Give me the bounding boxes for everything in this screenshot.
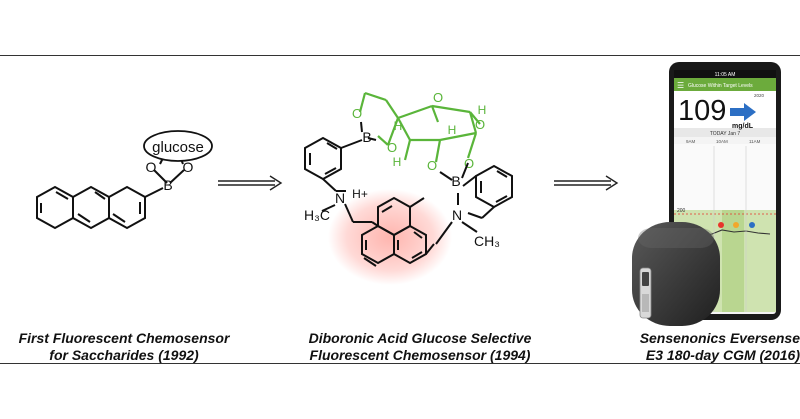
app-header (674, 78, 776, 91)
caption-left-line1: First Fluorescent Chemosensor (18, 330, 230, 346)
caption-middle-line2: Fluorescent Chemosensor (1994) (309, 347, 531, 363)
left-benzene-ring (304, 136, 342, 181)
glucose-unit: mg/dL (732, 123, 754, 130)
right-benzene-ring (475, 164, 513, 209)
oxygen-label: O (427, 158, 437, 173)
caption-right: Sensenonics Eversense E3 180-day CGM (20… (608, 330, 800, 364)
glucose-value: 109 (678, 95, 726, 127)
event-marker-icon (718, 222, 724, 228)
caption-left-line2: for Saccharides (1992) (49, 347, 199, 363)
boron-label: B (362, 129, 371, 145)
indicator-label: 2020 (754, 93, 765, 98)
reaction-arrow-1 (218, 175, 283, 191)
amine-label: N (335, 190, 345, 206)
bottom-divider (0, 363, 800, 364)
caption-right-line1: Sensenonics Eversense (639, 330, 800, 346)
molecule-anthracene-boronate (36, 151, 185, 230)
amine-charge: H+ (352, 187, 368, 201)
glucose-ellipse (143, 130, 213, 162)
glucose-label: glucose (152, 139, 204, 156)
oxygen-label: O (387, 140, 397, 155)
boron-label: B (163, 177, 172, 193)
sensor-framework (304, 121, 513, 267)
caption-left: First Fluorescent Chemosensor for Saccha… (0, 330, 248, 364)
bound-glucose (358, 91, 481, 163)
day-label: TODAY Jan 7 (710, 131, 741, 137)
target-band-stripe (722, 210, 744, 312)
glucose-trend-line (699, 229, 771, 237)
time-tick: 9AM (686, 139, 696, 144)
hydrogen-label: H (393, 155, 402, 169)
time-tick: 10AM (716, 139, 728, 144)
graph-level-label: 200 (677, 208, 686, 214)
cgm-transmitter (632, 222, 720, 326)
oxygen-label: O (352, 106, 362, 121)
oxygen-label: O (433, 90, 443, 105)
anthracene-ring-3 (108, 185, 146, 230)
anthracene-ring-2 (72, 185, 110, 230)
caption-middle-line1: Diboronic Acid Glucose Selective (308, 330, 532, 346)
caption-right-line2: E3 180-day CGM (2016) (645, 347, 800, 363)
status-time: 11:05 AM (715, 72, 736, 78)
caption-middle: Diboronic Acid Glucose Selective Fluores… (290, 330, 550, 364)
hydrogen-label: H (478, 103, 487, 117)
app-header-text: Glucose Within Target Levels (688, 83, 753, 89)
methyl-label: H₃C (304, 207, 330, 223)
anthracene-ring-1 (36, 185, 74, 230)
anthracene-fluorescence-glow (328, 189, 452, 285)
top-divider (0, 55, 800, 56)
event-marker-icon (749, 222, 755, 228)
event-marker-icon (733, 222, 739, 228)
hydrogen-label: H (394, 119, 403, 133)
oxygen-label: O (475, 117, 485, 132)
time-tick: 11AM (749, 139, 761, 144)
day-bar (674, 128, 776, 137)
trend-arrow-icon (730, 103, 756, 121)
oxygen-label: O (183, 159, 194, 175)
amine-label: N (452, 207, 462, 223)
menu-icon: ☰ (677, 81, 684, 90)
boron-label: B (451, 173, 460, 189)
reaction-arrow-2 (554, 175, 619, 191)
methyl-label: CH₃ (474, 233, 500, 249)
hydrogen-label: H (448, 123, 457, 137)
oxygen-label: O (146, 159, 157, 175)
oxygen-label: O (464, 156, 474, 171)
status-bar (674, 70, 776, 78)
